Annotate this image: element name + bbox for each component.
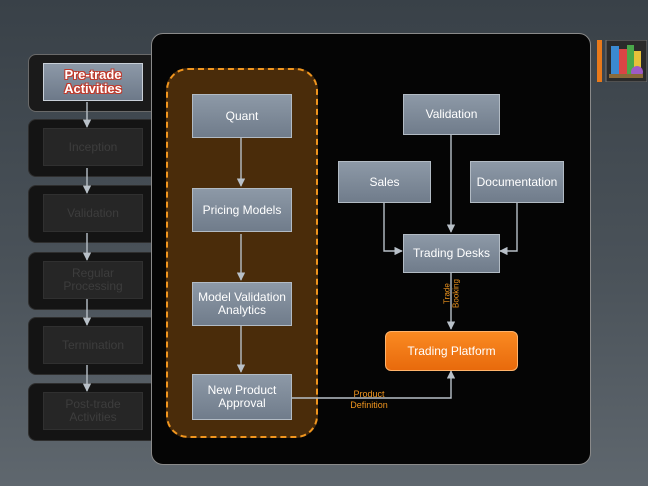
stage-regular-processing[interactable]: Regular Processing (28, 252, 158, 310)
edge-label-definition: Definition (350, 400, 388, 410)
node-model-validation[interactable]: Model Validation Analytics (192, 282, 292, 326)
node-new-product-approval[interactable]: New Product Approval (192, 374, 292, 420)
node-validation[interactable]: Validation (403, 94, 500, 135)
stage-label: Termination (43, 326, 143, 364)
edge-label-product: Product (353, 389, 385, 399)
node-pricing-models[interactable]: Pricing Models (192, 188, 292, 232)
stage-label: Pre-trade Activities (43, 63, 143, 101)
stage-pre-trade[interactable]: Pre-trade Activities (28, 54, 158, 112)
node-sales[interactable]: Sales (338, 161, 431, 203)
node-documentation[interactable]: Documentation (470, 161, 564, 203)
stage-label: Post-trade Activities (43, 392, 143, 430)
stage-validation[interactable]: Validation (28, 185, 158, 243)
books-icon[interactable] (597, 40, 647, 82)
node-quant[interactable]: Quant (192, 94, 292, 138)
stage-inception[interactable]: Inception (28, 119, 158, 177)
stage-label: Regular Processing (43, 261, 143, 299)
stage-post-trade[interactable]: Post-trade Activities (28, 383, 158, 441)
edge-label-booking: Booking (451, 279, 461, 308)
node-trading-desks[interactable]: Trading Desks (403, 234, 500, 273)
arrow-sales-desks (383, 203, 403, 256)
edge-label-trade: Trade (442, 283, 452, 304)
arrow-documentation-desks (499, 203, 518, 256)
arrow-approval-platform (290, 370, 456, 399)
stage-label: Validation (43, 194, 143, 232)
stage-label: Inception (43, 128, 143, 166)
node-trading-platform[interactable]: Trading Platform (385, 331, 518, 371)
stage-termination[interactable]: Termination (28, 317, 158, 375)
